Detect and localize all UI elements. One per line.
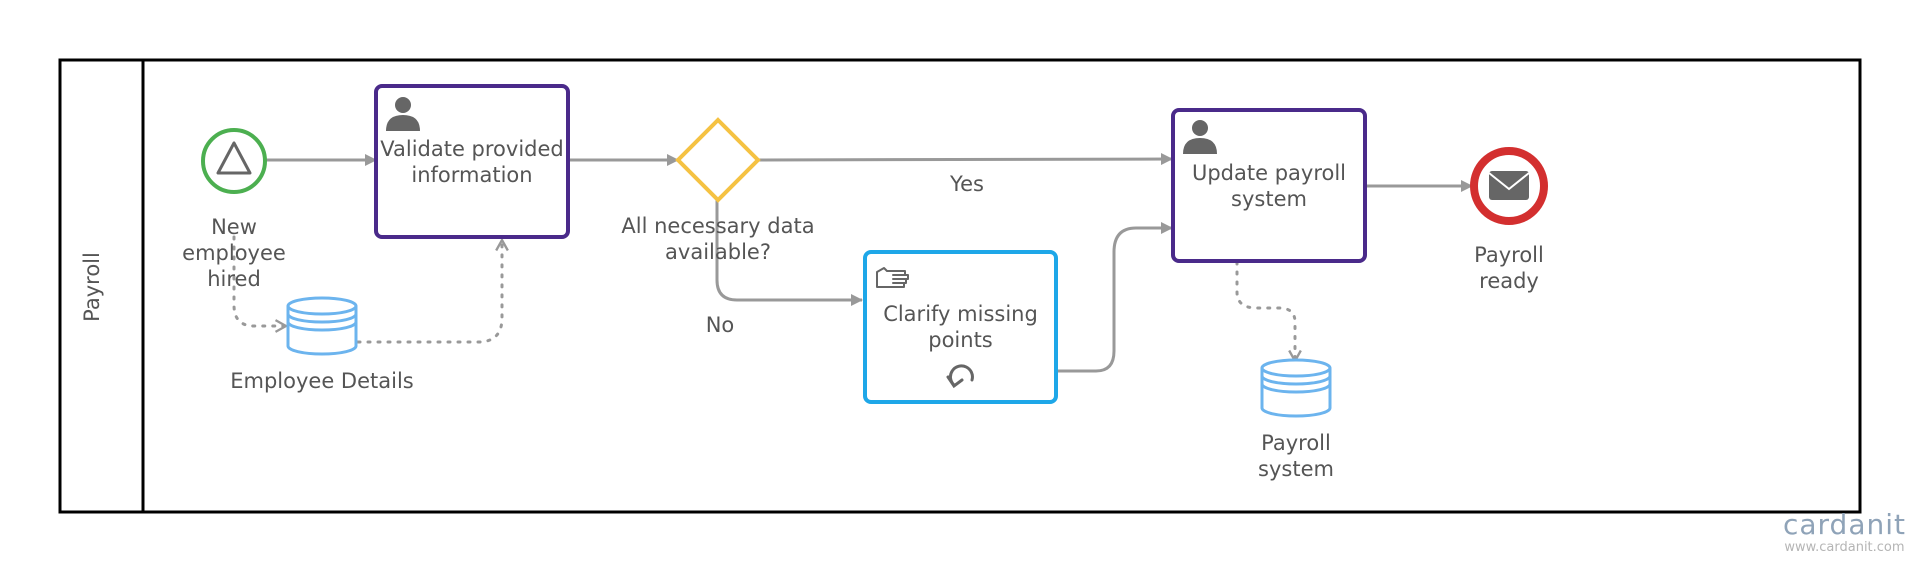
assoc-start-to-employee-details[interactable] [232, 235, 286, 326]
cardanit-url: www.cardanit.com [1784, 540, 1905, 555]
flow-gateway-yes[interactable] [757, 153, 1173, 166]
manual-hand-icon [876, 267, 909, 288]
loop-icon [946, 364, 974, 389]
end-event-label: Payroll ready [1474, 243, 1544, 293]
flow-gateway-no[interactable] [715, 200, 863, 306]
flow-no-label: No [705, 313, 735, 337]
task-clarify[interactable] [863, 250, 1058, 404]
task-validate-label: Validate provided information [380, 137, 564, 187]
cardanit-watermark: cardanit www.cardanit.com [1783, 510, 1906, 556]
user-icon [1183, 120, 1217, 154]
assoc-update-to-payroll-system[interactable] [1235, 260, 1295, 361]
gateway-label: All necessary data available? [621, 214, 815, 264]
pool-label: Payroll [80, 252, 104, 322]
pool-border[interactable] [58, 58, 1862, 514]
flow-yes-label: Yes [950, 172, 984, 196]
task-validate[interactable] [374, 84, 570, 239]
cardanit-logo: cardanit [1782, 508, 1906, 541]
data-store-employee-label: Employee Details [230, 369, 414, 393]
task-update-payroll[interactable] [1171, 108, 1367, 263]
envelope-icon [1488, 171, 1530, 200]
user-icon [386, 97, 420, 131]
assoc-employee-details-to-validate[interactable] [356, 240, 502, 344]
task-update-label: Update payroll system [1191, 161, 1347, 211]
data-store-payroll-system[interactable] [1260, 358, 1332, 418]
task-clarify-label: Clarify missing points [883, 302, 1038, 352]
start-event-label: New employee hired [182, 215, 286, 291]
exclusive-gateway[interactable] [675, 117, 761, 203]
start-event[interactable] [201, 128, 267, 194]
signal-triangle-icon [216, 141, 252, 175]
data-store-employee-details[interactable] [286, 296, 358, 356]
data-store-payroll-label: Payroll system [1258, 431, 1334, 481]
flow-clarify-to-update[interactable] [1056, 222, 1173, 373]
